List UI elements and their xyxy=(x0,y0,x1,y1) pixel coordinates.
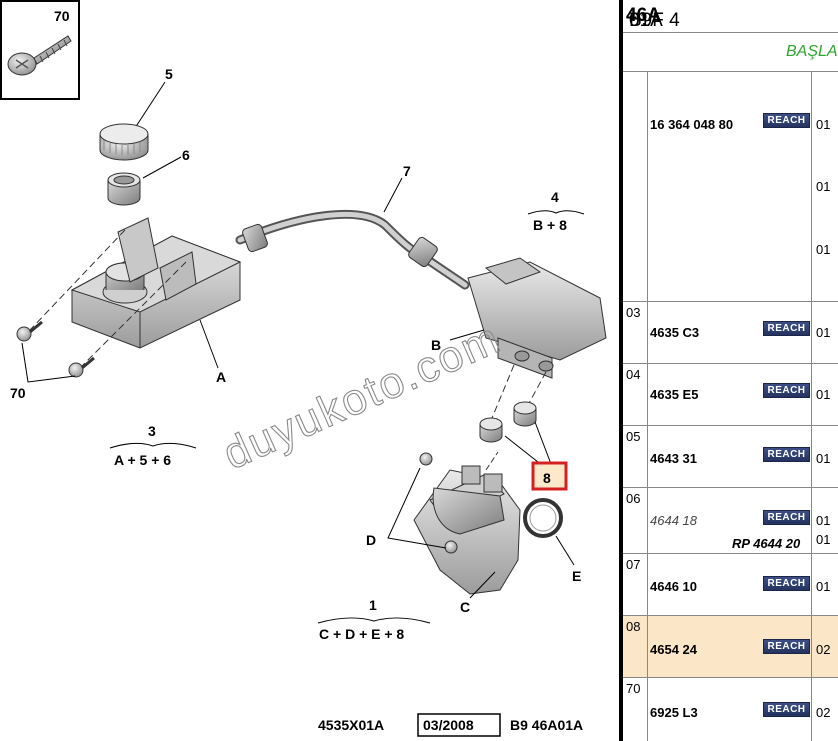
part-number[interactable]: 4654 24 xyxy=(650,642,697,657)
seal-part-6: 6 xyxy=(107,147,190,206)
reservoir-part-b: B xyxy=(431,257,607,419)
callout-3-formula: A + 5 + 6 xyxy=(114,452,171,468)
callout-4: 4 xyxy=(551,189,559,205)
row-qty: 02 xyxy=(816,642,831,657)
panel-header: B9F 4 46A 01A xyxy=(623,0,838,33)
row-qty: 01 xyxy=(816,579,831,594)
parts-list-panel: B9F 4 46A 01A BAŞLA 16 364 048 80 REACH … xyxy=(623,0,838,741)
screws-part-70: 70 xyxy=(10,320,95,401)
table-row[interactable]: 04 4635 E5 REACH 01 xyxy=(623,364,838,426)
row-index: 03 xyxy=(626,305,641,320)
row-index: 07 xyxy=(626,557,641,572)
reach-badge: REACH xyxy=(763,113,810,128)
footer-ref: 4535X01A xyxy=(318,717,384,733)
header-bold: 46A xyxy=(626,5,661,26)
callout-7: 7 xyxy=(403,163,411,179)
row-index: 05 xyxy=(626,429,641,444)
row-qty: 01 xyxy=(816,451,831,466)
table-row-highlighted[interactable]: 08 4654 24 REACH 02 xyxy=(623,616,838,678)
part-number[interactable]: 4644 18 xyxy=(650,513,697,528)
cap-part-5: 5 xyxy=(99,66,173,161)
watermark: duyukoto.com xyxy=(216,313,508,479)
panel-divider xyxy=(619,0,623,741)
reach-badge: REACH xyxy=(763,510,810,525)
reach-badge: REACH xyxy=(763,702,810,717)
reach-badge: REACH xyxy=(763,639,810,654)
callout-group-1: 1 C + D + E + 8 xyxy=(317,597,431,642)
footer-code: B9 46A01A xyxy=(510,717,583,733)
reach-badge: REACH xyxy=(763,383,810,398)
table-row[interactable]: 70 6925 L3 REACH 02 xyxy=(623,678,838,741)
seals-part-8: 8 xyxy=(479,401,568,491)
callout-e: E xyxy=(572,568,581,584)
part-number[interactable]: 4635 C3 xyxy=(650,325,700,340)
reach-badge: REACH xyxy=(763,321,810,336)
row-qty: 01 xyxy=(816,179,831,194)
row-qty: 02 xyxy=(816,705,831,720)
part-number[interactable]: 4646 10 xyxy=(650,579,697,594)
callout-1-formula: C + D + E + 8 xyxy=(319,626,404,642)
reservoir-part-a: A xyxy=(29,217,242,385)
item-70-box: 70 xyxy=(0,0,80,100)
callout-group-4: 4 B + 8 xyxy=(527,189,585,233)
row-index: 06 xyxy=(626,491,641,506)
master-cylinder-part-c: D C xyxy=(366,451,521,615)
row-qty: 01 xyxy=(816,513,831,528)
callout-group-3: 3 A + 5 + 6 xyxy=(109,423,197,468)
callout-70-top: 70 xyxy=(54,8,70,24)
callout-d: D xyxy=(366,532,376,548)
row-index: 08 xyxy=(626,619,641,634)
row-index: 04 xyxy=(626,367,641,382)
row-index: 70 xyxy=(626,681,641,696)
o-ring-part-e: E xyxy=(523,498,581,584)
callout-5: 5 xyxy=(165,66,173,82)
table-row[interactable]: 05 4643 31 REACH 01 xyxy=(623,426,838,488)
part-number[interactable]: 6925 L3 xyxy=(650,705,698,720)
callout-a: A xyxy=(216,369,226,385)
callout-b: B xyxy=(431,337,441,353)
table-row[interactable]: 03 4635 C3 REACH 01 xyxy=(623,302,838,364)
row-qty: 01 xyxy=(816,117,831,132)
reach-badge: REACH xyxy=(763,576,810,591)
diagram-footer: 4535X01A 03/2008 B9 46A01A xyxy=(318,713,583,737)
reach-badge: REACH xyxy=(763,447,810,462)
parts-diagram: 70 5 6 A xyxy=(0,0,607,737)
replacement-part[interactable]: RP 4644 20 xyxy=(732,536,801,551)
callout-4-formula: B + 8 xyxy=(533,217,567,233)
callout-1: 1 xyxy=(369,597,377,613)
table-row[interactable]: 06 4644 18 REACH 01 RP 4644 20 01 xyxy=(623,488,838,554)
callout-3: 3 xyxy=(148,423,156,439)
row-qty: 01 xyxy=(816,387,831,402)
part-number[interactable]: 4635 E5 xyxy=(650,387,699,402)
row-qty: 01 xyxy=(816,532,831,547)
part-number[interactable]: 4643 31 xyxy=(650,451,697,466)
footer-date: 03/2008 xyxy=(423,717,474,733)
hose-part-7: 7 xyxy=(235,163,470,290)
row-qty: 01 xyxy=(816,242,831,257)
panel-subheader: BAŞLA xyxy=(623,33,838,72)
header-prefix: B9F 4 xyxy=(629,10,680,31)
callout-70-bottom: 70 xyxy=(10,385,26,401)
subheader-link[interactable]: BAŞLA xyxy=(786,43,838,60)
callout-8: 8 xyxy=(543,470,551,486)
row-qty: 01 xyxy=(816,325,831,340)
screw-icon xyxy=(7,35,72,76)
part-number[interactable]: 16 364 048 80 xyxy=(650,117,734,132)
header-suffix: 01A xyxy=(629,10,663,31)
exploded-view-drawing: 70 5 6 A xyxy=(0,0,607,737)
highlight-box-8 xyxy=(531,461,568,491)
callout-6: 6 xyxy=(182,147,190,163)
callout-c: C xyxy=(460,599,470,615)
table-row[interactable]: 16 364 048 80 REACH 01 01 01 xyxy=(623,72,838,302)
table-row[interactable]: 07 4646 10 REACH 01 xyxy=(623,554,838,616)
